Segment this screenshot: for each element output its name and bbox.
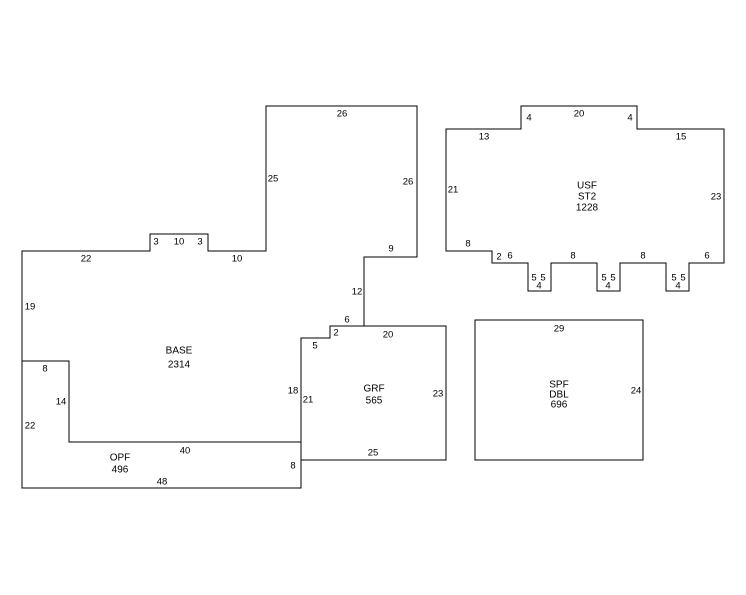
opf-area-name: OPF [110, 453, 131, 464]
base-area-value: 2314 [168, 360, 191, 371]
dimension-label: 8 [640, 251, 645, 262]
base-area-name: BASE [166, 346, 193, 357]
dimension-label: 8 [290, 461, 295, 472]
usf-area-name: USF [577, 181, 597, 192]
dimension-label: 21 [303, 395, 314, 406]
dimension-label: 6 [344, 315, 349, 326]
dimension-label: 26 [337, 109, 348, 120]
dimension-label: 8 [465, 239, 470, 250]
dimension-label: 9 [388, 244, 393, 255]
dimension-label: 3 [153, 237, 158, 248]
dimension-label: 22 [81, 254, 92, 265]
dimension-label: 23 [433, 389, 444, 400]
dimension-label: 20 [574, 109, 585, 120]
dimension-label: 14 [56, 397, 67, 408]
dimension-label: 22 [25, 421, 36, 432]
usf-outline [445, 105, 725, 292]
dimension-label: 5 [671, 273, 676, 284]
dimension-label: 25 [368, 448, 379, 459]
dimension-label: 5 [610, 273, 615, 284]
dimension-label: 5 [601, 273, 606, 284]
dimension-label: 13 [479, 132, 490, 143]
grf-area-name: GRF [363, 384, 384, 395]
dimension-label: 40 [180, 446, 191, 457]
dimension-label: 10 [232, 254, 243, 265]
dimension-label: 19 [25, 302, 36, 313]
opf-outline [21, 360, 302, 489]
dimension-label: 4 [675, 281, 680, 292]
dimension-label: 29 [554, 324, 565, 335]
dimension-label: 8 [42, 364, 47, 375]
dimension-label: 4 [526, 113, 531, 124]
dimension-label: 4 [536, 281, 541, 292]
dimension-label: 5 [680, 273, 685, 284]
spf-outline [474, 319, 644, 461]
dimension-label: 26 [403, 177, 414, 188]
dimension-label: 23 [711, 192, 722, 203]
spf-area-value: 696 [551, 400, 568, 411]
dimension-label: 25 [268, 174, 279, 185]
dimension-label: 4 [605, 281, 610, 292]
dimension-label: 15 [676, 132, 687, 143]
spf-area-code: DBL [549, 390, 569, 401]
dimension-label: 12 [352, 287, 363, 298]
dimension-label: 6 [704, 251, 709, 262]
dimension-label: 5 [531, 273, 536, 284]
base-outline [21, 105, 418, 443]
dimension-label: 18 [288, 386, 299, 397]
dimension-label: 3 [197, 237, 202, 248]
dimension-label: 5 [540, 273, 545, 284]
grf-area-value: 565 [366, 396, 383, 407]
dimension-label: 10 [174, 237, 185, 248]
dimension-label: 8 [570, 251, 575, 262]
opf-area-value: 496 [112, 465, 129, 476]
dimension-label: 6 [507, 251, 512, 262]
spf-area-name: SPF [549, 380, 568, 391]
dimension-label: 2 [496, 252, 501, 263]
dimension-label: 4 [627, 113, 632, 124]
dimension-label: 24 [631, 386, 642, 397]
usf-area-value: 1228 [576, 203, 599, 214]
dimension-label: 2 [333, 328, 338, 339]
dimension-label: 20 [383, 330, 394, 341]
dimension-label: 21 [448, 185, 459, 196]
usf-area-code: ST2 [578, 192, 597, 203]
dimension-label: 5 [312, 341, 317, 352]
dimension-label: 48 [157, 477, 168, 488]
